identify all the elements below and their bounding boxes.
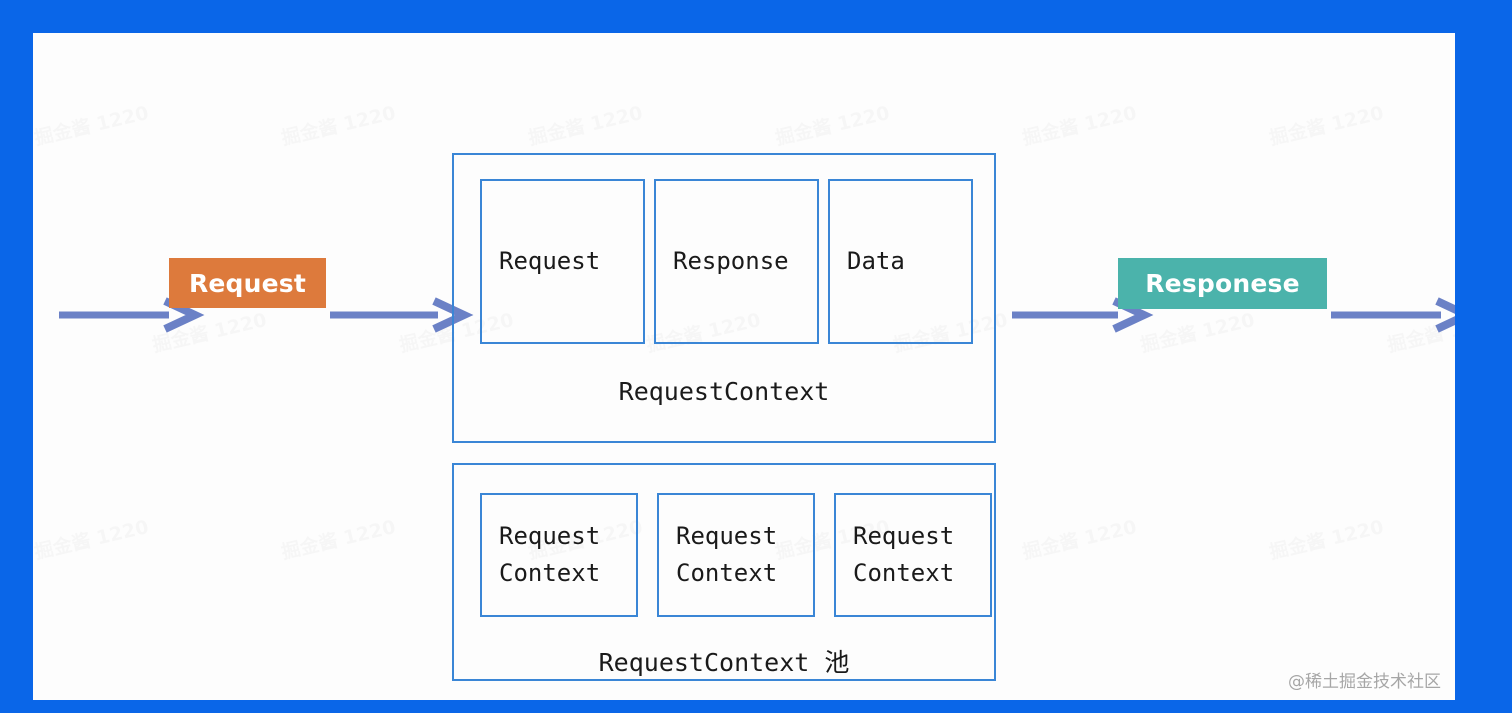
watermark-tile: 掘金酱 1220 <box>525 98 645 151</box>
watermark-tile: 掘金酱 1220 <box>278 512 398 565</box>
pool-slot-1-label: Request Context <box>499 521 601 587</box>
watermark-tile: 掘金酱 1220 <box>33 512 151 565</box>
context-slot-request-label: Request <box>499 246 601 275</box>
arrow-outgoing-response <box>1331 297 1455 333</box>
pool-slot-3-label: Request Context <box>853 521 955 587</box>
corner-watermark: @稀土掘金技术社区 <box>1288 672 1441 692</box>
watermark-tile: 掘金酱 1220 <box>1019 512 1139 565</box>
context-slot-response-label: Response <box>673 246 789 275</box>
request-chip: Request <box>169 258 326 308</box>
arrow-request-to-context <box>330 297 474 333</box>
context-slot-request: Request <box>480 179 645 344</box>
watermark-tile: 掘金酱 1220 <box>772 98 892 151</box>
response-chip-label: Responese <box>1145 269 1300 298</box>
watermark-tile: 掘金酱 1220 <box>1266 98 1386 151</box>
diagram-page: 掘金酱 1220 掘金酱 1220 掘金酱 1220 掘金酱 1220 掘金酱 1220… <box>33 33 1455 700</box>
pool-slot-1: Request Context <box>480 493 638 617</box>
watermark-tile: 掘金酱 1220 <box>33 98 151 151</box>
context-slot-data: Data <box>828 179 973 344</box>
context-slot-response: Response <box>654 179 819 344</box>
context-slot-data-label: Data <box>847 246 905 275</box>
pool-slot-2: Request Context <box>657 493 815 617</box>
pool-slot-3: Request Context <box>834 493 992 617</box>
response-chip: Responese <box>1118 258 1327 309</box>
request-context-container: Request Response Data RequestContext <box>452 153 996 443</box>
watermark-tile: 掘金酱 1220 <box>1137 305 1257 358</box>
watermark-tile: 掘金酱 1220 <box>149 305 269 358</box>
request-chip-label: Request <box>188 268 307 298</box>
pool-slot-2-label: Request Context <box>676 521 778 587</box>
watermark-tile: 掘金酱 1220 <box>1384 305 1455 358</box>
watermark-tile: 掘金酱 1220 <box>1019 98 1139 151</box>
watermark-tile: 掘金酱 1220 <box>1266 512 1386 565</box>
watermark-tile: 掘金酱 1220 <box>278 98 398 151</box>
request-context-pool-caption: RequestContext 池 <box>598 648 850 677</box>
request-context-pool-container: Request Context Request Context Request … <box>452 463 996 681</box>
request-context-caption: RequestContext <box>618 377 830 406</box>
